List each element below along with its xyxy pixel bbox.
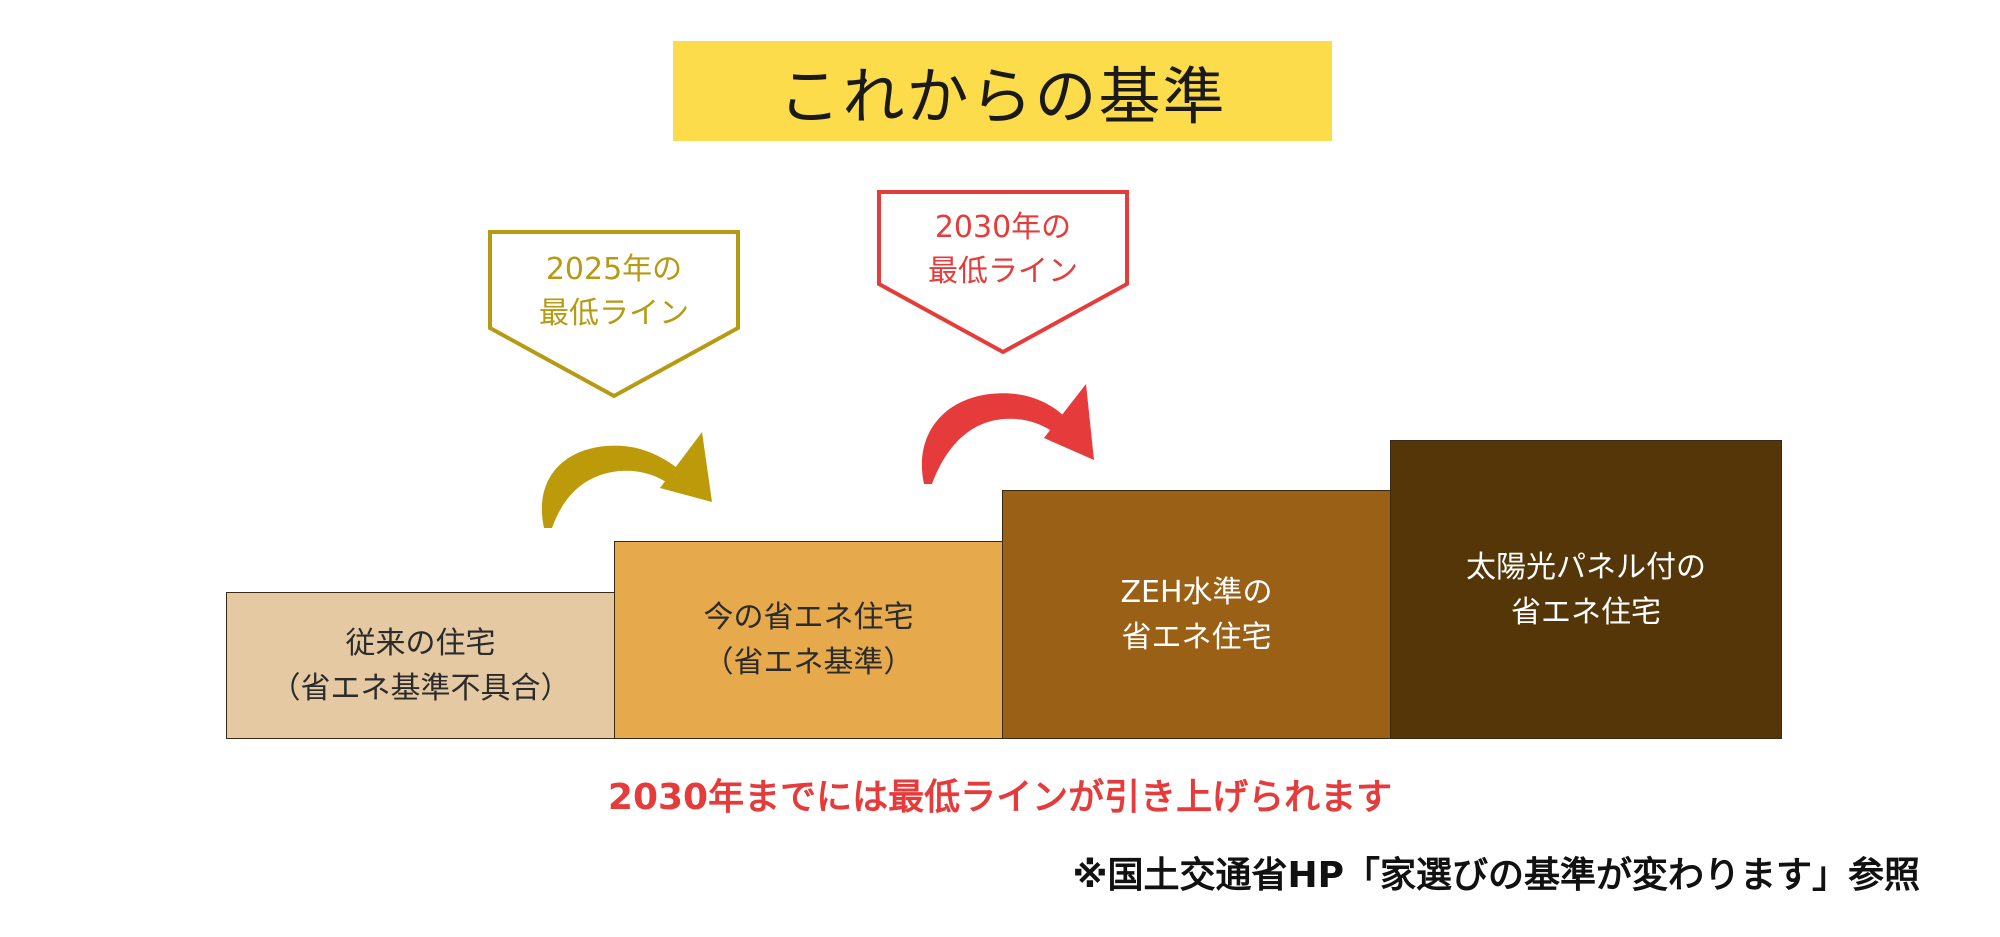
step-2-line2: （省エネ基準） bbox=[703, 645, 914, 680]
step-4-line2: 省エネ住宅 bbox=[1511, 594, 1661, 630]
callout-2025-shape bbox=[488, 230, 740, 399]
step-conventional-house: 従来の住宅 （省エネ基準不具合） bbox=[226, 592, 615, 739]
callout-2030-shape bbox=[877, 190, 1129, 355]
source-reference: ※国土交通省HP「家選びの基準が変わります」参照 bbox=[1072, 855, 1920, 896]
callout-2030-line1: 2030年の bbox=[934, 210, 1072, 245]
step-current-energy-saving-house: 今の省エネ住宅 （省エネ基準） bbox=[614, 541, 1003, 739]
step-3-line1: ZEH水準の bbox=[1120, 574, 1273, 610]
callout-2030-label: 2030年の 最低ライン bbox=[877, 206, 1129, 294]
callout-2025-label: 2025年の 最低ライン bbox=[488, 248, 740, 336]
callout-2025-line2: 最低ライン bbox=[539, 296, 689, 331]
curved-arrow-2030-icon bbox=[921, 384, 1094, 484]
minimum-line-note: 2030年までには最低ラインが引き上げられます bbox=[607, 777, 1393, 818]
callout-2025-line1: 2025年の bbox=[545, 252, 683, 287]
step-zeh-level-house: ZEH水準の 省エネ住宅 bbox=[1002, 490, 1391, 739]
step-1-line2: （省エネ基準不具合） bbox=[270, 670, 571, 706]
callout-2030-line2: 最低ライン bbox=[928, 254, 1078, 289]
step-solar-panel-house: 太陽光パネル付の 省エネ住宅 bbox=[1390, 440, 1782, 739]
page-title-text: これからの基準 bbox=[778, 60, 1227, 133]
page-title: これからの基準 bbox=[673, 41, 1332, 141]
step-4-line1: 太陽光パネル付の bbox=[1466, 549, 1706, 585]
curved-arrow-2025-icon bbox=[541, 432, 712, 528]
step-3-line2: 省エネ住宅 bbox=[1121, 619, 1272, 655]
step-2-line1: 今の省エネ住宅 bbox=[703, 600, 914, 635]
step-1-line1: 従来の住宅 bbox=[345, 625, 496, 661]
